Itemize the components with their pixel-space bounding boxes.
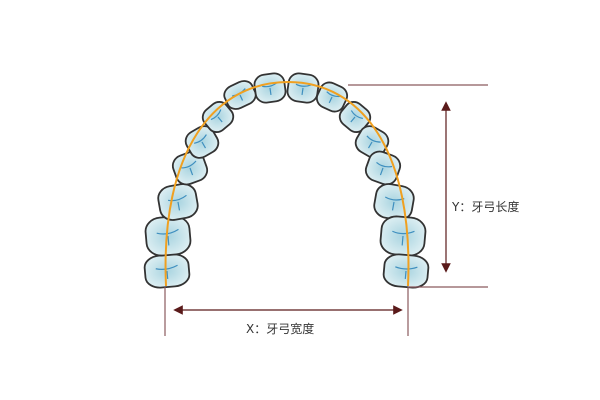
tooth-groove [167, 194, 187, 211]
tooth [144, 215, 192, 257]
tooth [315, 81, 349, 113]
tooth [157, 183, 199, 221]
tooth-groove [366, 135, 381, 149]
tooth-groove [181, 160, 197, 176]
arch-length-label: Y：牙弓长度 [452, 200, 520, 214]
tooth-groove [193, 134, 207, 149]
tooth-groove [376, 161, 393, 176]
arch-curve [164, 80, 410, 287]
tooth [201, 101, 235, 133]
arch-width-label: X：牙弓宽度 [246, 322, 315, 336]
measure-lines [164, 84, 488, 336]
teeth-group [143, 72, 430, 289]
tooth-groove [326, 91, 341, 104]
tooth-groove [155, 264, 178, 280]
tooth-groove [392, 230, 415, 246]
tooth [143, 253, 191, 289]
tooth-groove [156, 228, 179, 246]
tooth [253, 72, 287, 104]
tooth-groove [210, 109, 223, 123]
tooth [379, 215, 427, 257]
tooth [382, 253, 430, 289]
tooth-groove [350, 110, 363, 123]
tooth-groove [395, 266, 418, 280]
tooth-groove [295, 83, 312, 96]
tooth [354, 125, 390, 159]
tooth [286, 72, 320, 104]
